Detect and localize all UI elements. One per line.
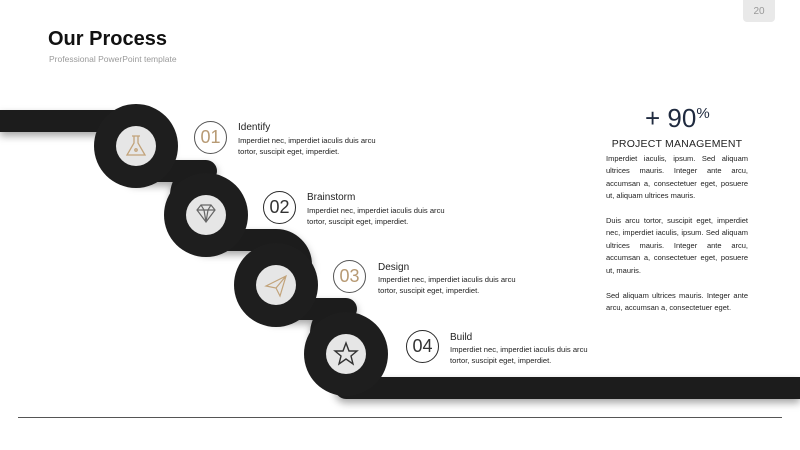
step-desc-2: Imperdiet nec, imperdiet iaculis duis ar… [307,206,445,226]
stat-paragraph-2: Duis arcu tortor, suscipit eget, imperdi… [606,216,748,275]
step-title-3: Design [378,262,410,273]
star-icon [333,341,359,366]
stat-unit: % [696,105,710,122]
slide-subtitle: Professional PowerPoint template [49,54,177,64]
flask-icon [125,135,147,156]
stat-value: + 90% [645,103,710,134]
step-number-2: 02 [263,191,296,224]
step-title-1: Identify [238,122,271,133]
step-number-1: 01 [194,121,227,154]
step-node-2 [164,173,248,257]
step-title-2: Brainstorm [307,192,356,203]
step-number-4: 04 [406,330,439,363]
step-node-3 [234,243,318,327]
step-node-4 [304,312,388,396]
stat-paragraph-3: Sed aliquam ultrices mauris. Integer ant… [606,291,748,313]
diamond-icon [196,204,216,223]
bottom-divider [18,417,782,418]
step-desc-4: Imperdiet nec, imperdiet iaculis duis ar… [450,345,588,365]
stat-number: + 90 [645,103,697,133]
step-desc-1: Imperdiet nec, imperdiet iaculis duis ar… [238,136,376,156]
step-number-3: 03 [333,260,366,293]
step-node-1 [94,104,178,188]
stat-label: PROJECT MANAGEMENT [611,138,743,150]
step-desc-3: Imperdiet nec, imperdiet iaculis duis ar… [378,275,516,295]
paper-plane-icon [264,274,287,298]
stat-paragraph-1: Imperdiet iaculis, ipsum. Sed aliquam ul… [606,154,748,201]
slide-title: Our Process [48,28,167,50]
step-title-4: Build [450,332,473,343]
page-number: 20 [743,0,775,22]
